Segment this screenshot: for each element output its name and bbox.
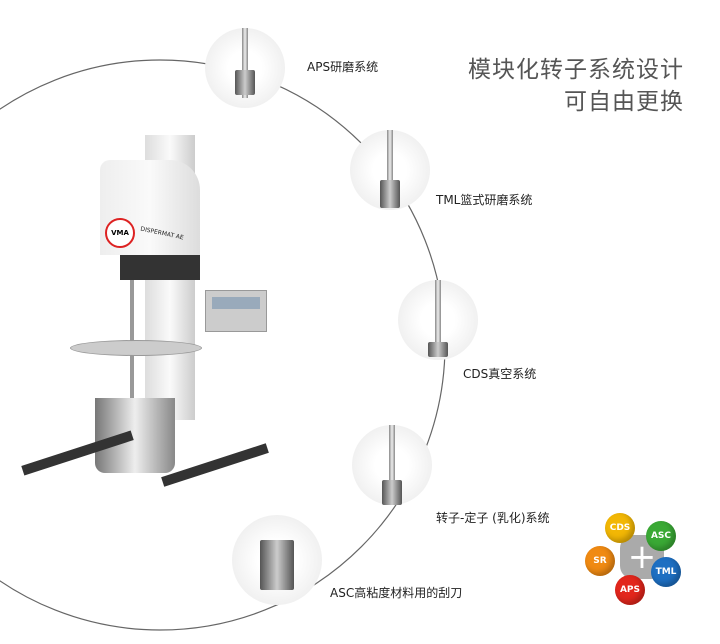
brand-logo: VMA [105,218,135,248]
module-label-aps: APS研磨系统 [307,60,379,74]
modular-logo: + CDS ASC SR TML APS [585,505,715,615]
module-label-tml: TML篮式研磨系统 [436,193,533,207]
module-label-cds: CDS真空系统 [463,367,537,381]
module-rotor-stator-image [352,425,432,505]
module-tml-image [350,130,430,210]
badge-sr: SR [585,546,615,576]
module-cds-image [398,280,478,360]
module-aps-image [205,28,285,108]
badge-asc: ASC [646,521,676,551]
heading-line1: 模块化转子系统设计 [468,57,684,83]
badge-cds: CDS [605,513,635,543]
heading-line2: 可自由更换 [564,89,684,115]
module-label-asc: ASC高粘度材料用的刮刀 [330,586,463,600]
badge-aps: APS [615,575,645,605]
module-label-rotor-stator: 转子-定子 (乳化)系统 [436,511,550,525]
module-asc-image [232,515,322,605]
badge-tml: TML [651,557,681,587]
dispermat-machine-image: VMA DISPERMAT AE [20,130,280,500]
